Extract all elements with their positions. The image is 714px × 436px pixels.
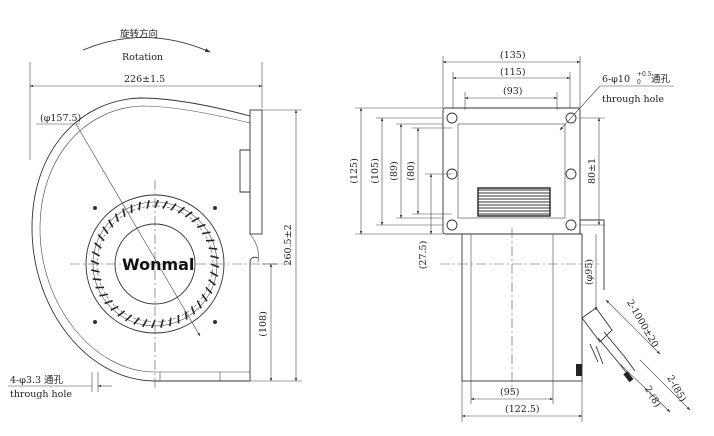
impeller-blade xyxy=(154,199,159,209)
impeller-blade xyxy=(110,305,119,311)
impeller-blade xyxy=(90,260,100,265)
impeller-blade xyxy=(117,310,126,317)
impeller-blade xyxy=(170,203,177,211)
impeller-blade xyxy=(94,242,102,249)
impeller-blade xyxy=(162,200,168,209)
flange-holes-note: 6-φ10 xyxy=(602,74,630,85)
impeller-blade xyxy=(160,319,164,328)
impeller-blade xyxy=(92,278,102,281)
impeller-blade xyxy=(191,217,200,223)
impeller-blade xyxy=(124,314,133,322)
impeller-blade xyxy=(208,247,218,250)
impeller-blade xyxy=(142,319,148,328)
impeller-blade xyxy=(210,263,220,268)
impeller-blade xyxy=(201,231,211,235)
side-blades xyxy=(477,187,551,217)
center-height: (108) xyxy=(258,311,269,337)
flange-holes-cn-suffix: 通孔 xyxy=(651,74,671,85)
rotation-arrow xyxy=(82,37,211,53)
impeller-blade xyxy=(122,208,126,218)
front-view: 旋转方向 Rotation 226±1.5 xyxy=(8,28,302,400)
impeller-blade xyxy=(97,233,105,242)
impeller-blade xyxy=(151,319,156,329)
flange-inner-width: (115) xyxy=(500,67,526,78)
flange-holes-tol-lower: 0 xyxy=(637,79,641,86)
impeller-blades xyxy=(90,199,220,329)
mount-holes-through: through hole xyxy=(10,389,72,400)
wheel-diameter: (φ157.5) xyxy=(40,113,81,124)
impeller-blade xyxy=(197,223,206,229)
motor-diameter: (φ95) xyxy=(584,259,595,285)
scroll-housing xyxy=(31,97,251,382)
wheel-diameter-leader xyxy=(75,123,201,337)
mount-holes-note: 4-φ3.3 通孔 xyxy=(10,375,64,386)
impeller-blade xyxy=(177,206,186,214)
outlet-flange xyxy=(249,109,263,235)
impeller-blade xyxy=(184,211,193,218)
impeller-blade xyxy=(108,219,114,228)
flange-height: (125) xyxy=(349,158,360,184)
flange-outer-width: (135) xyxy=(500,50,526,61)
hole-spacing-height-tol: 80±1 xyxy=(587,158,598,184)
impeller-blade xyxy=(184,310,188,320)
impeller-blade xyxy=(91,269,100,273)
lead-length-line xyxy=(605,299,661,355)
impeller-blade xyxy=(205,286,213,295)
impeller-blade xyxy=(99,293,109,297)
flange-holes-through: through hole xyxy=(602,94,664,105)
flange-holes-tol-upper: +0.5 xyxy=(637,71,652,78)
impeller-blade xyxy=(210,255,219,259)
width-dimension: 226±1.5 xyxy=(124,74,165,85)
impeller-blade xyxy=(208,279,216,286)
impeller-blade xyxy=(196,300,202,309)
motor-body xyxy=(461,233,583,382)
side-view: (135) (115) (93) 6-φ10 +0.5 0 通孔 through… xyxy=(349,50,691,422)
total-depth: (122.5) xyxy=(505,404,540,415)
rotation-label-cn: 旋转方向 xyxy=(120,28,158,40)
impeller-blade xyxy=(138,201,141,211)
impeller-blade xyxy=(169,317,172,327)
flange-holes-leader xyxy=(559,85,601,131)
lead-strip-a: 2-(8) xyxy=(642,384,663,409)
hole-spacing-height-b: (80) xyxy=(406,161,417,181)
side-wheel-outline xyxy=(477,187,551,217)
flange-offset: (27.5) xyxy=(418,241,429,270)
impeller-blade xyxy=(210,271,219,277)
rotation-label-en: Rotation xyxy=(122,52,163,63)
impeller-blade xyxy=(146,200,150,209)
outlet-opening xyxy=(457,123,566,219)
hole-spacing-height-a: (89) xyxy=(389,161,400,181)
impeller-blade xyxy=(91,251,100,257)
brand-logo: Wonmal xyxy=(122,255,194,274)
mounting-holes xyxy=(93,206,217,324)
impeller-blade xyxy=(104,299,113,305)
flange-holes xyxy=(446,112,577,231)
lead-strip-b: 2-(85) xyxy=(664,374,688,404)
impeller-blade xyxy=(190,306,196,315)
hole-spacing-width: (93) xyxy=(503,86,523,97)
outlet-height: (105) xyxy=(370,158,381,184)
impeller-blade xyxy=(102,226,109,235)
impeller-blade xyxy=(201,293,208,302)
impeller-blade xyxy=(114,213,120,222)
side-flange xyxy=(442,107,581,235)
motor-width: (95) xyxy=(500,387,520,398)
impeller-blade xyxy=(133,317,140,325)
height-dimension: 260.5±2 xyxy=(283,224,294,265)
